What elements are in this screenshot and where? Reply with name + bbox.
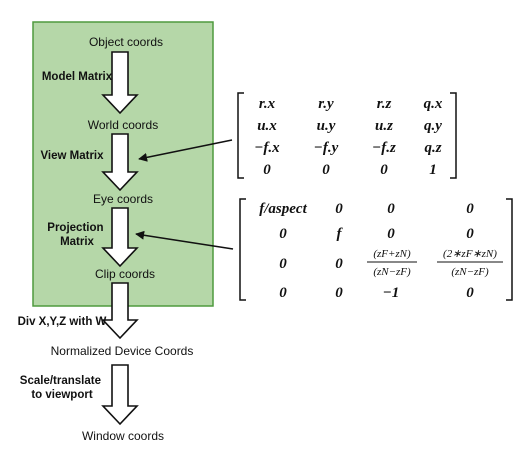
op-view-matrix: View Matrix xyxy=(40,150,104,162)
view-matrix-cell: r.x xyxy=(259,96,276,112)
view-matrix-cell: −f.z xyxy=(372,140,396,156)
view-matrix-cell: u.z xyxy=(375,118,393,134)
view-matrix-cell: 0 xyxy=(263,162,271,178)
projection-matrix-cell: 0 xyxy=(387,226,395,242)
view-matrix-cell: −f.y xyxy=(314,140,339,156)
stage-clip-coords: Clip coords xyxy=(95,267,155,281)
projection-matrix-cell: 0 xyxy=(279,285,287,301)
view-matrix-cell: r.y xyxy=(318,96,334,112)
view-matrix-cell: 0 xyxy=(380,162,388,178)
view-matrix-cell: 1 xyxy=(429,162,437,178)
stage-ndc: Normalized Device Coords xyxy=(51,344,194,358)
projection-matrix-cell: 0 xyxy=(335,201,343,217)
view-matrix: r.x r.y r.z q.x u.x u.y u.z q.y −f.x −f.… xyxy=(237,92,457,179)
projection-matrix-cell: 0 xyxy=(279,226,287,242)
view-matrix-cell: q.y xyxy=(424,118,442,134)
projection-matrix-cell: 0 xyxy=(387,201,395,217)
projection-matrix-cell: f/aspect xyxy=(259,201,307,217)
fraction-numerator: (zF+zN) xyxy=(373,248,411,260)
view-matrix-cell: q.z xyxy=(424,140,441,156)
projection-matrix-cell: −1 xyxy=(383,285,400,301)
projection-matrix: f/aspect 0 0 0 0 f 0 0 0 0 (zF+zN) (zN−z… xyxy=(239,198,513,301)
fraction-denominator: (zN−zF) xyxy=(373,266,411,278)
projection-matrix-cell: 0 xyxy=(466,201,474,217)
op-model-matrix: Model Matrix xyxy=(42,71,113,83)
op-projection-matrix: Projection Matrix xyxy=(47,222,106,248)
projection-matrix-right-bracket xyxy=(506,198,513,301)
down-arrow-view xyxy=(101,133,139,192)
projection-matrix-cell: f xyxy=(337,226,344,242)
stage-object-coords: Object coords xyxy=(89,35,163,49)
projection-matrix-left-bracket xyxy=(239,198,246,301)
projection-matrix-pointer xyxy=(135,230,234,250)
projection-matrix-cell: 0 xyxy=(279,256,287,272)
fraction-numerator: (2∗zF∗zN) xyxy=(443,248,497,260)
projection-matrix-cell: 0 xyxy=(335,256,343,272)
down-arrow-model xyxy=(101,51,139,115)
down-arrow-divide xyxy=(101,282,139,340)
fraction-denominator: (zN−zF) xyxy=(451,266,489,278)
view-matrix-cell: 0 xyxy=(322,162,330,178)
projection-matrix-cell: 0 xyxy=(335,285,343,301)
down-arrow-projection xyxy=(101,207,139,268)
projection-matrix-cell: 0 xyxy=(466,226,474,242)
stage-world-coords: World coords xyxy=(88,118,158,132)
projection-matrix-cell: 0 xyxy=(466,285,474,301)
view-matrix-cell: r.z xyxy=(377,96,392,112)
view-matrix-cell: u.y xyxy=(317,118,336,134)
down-arrow-viewport xyxy=(101,364,139,426)
view-matrix-cell: u.x xyxy=(257,118,277,134)
op-scale-translate: Scale/translate to viewport xyxy=(20,375,104,401)
view-matrix-cell: q.x xyxy=(424,96,443,112)
view-matrix-pointer xyxy=(138,139,233,162)
stage-window-coords: Window coords xyxy=(82,429,164,443)
op-divide-by-w: Div X,Y,Z with W xyxy=(18,316,107,328)
view-matrix-right-bracket xyxy=(450,92,457,179)
view-matrix-cell: −f.x xyxy=(254,140,280,156)
stage-eye-coords: Eye coords xyxy=(93,192,153,206)
view-matrix-left-bracket xyxy=(237,92,244,179)
